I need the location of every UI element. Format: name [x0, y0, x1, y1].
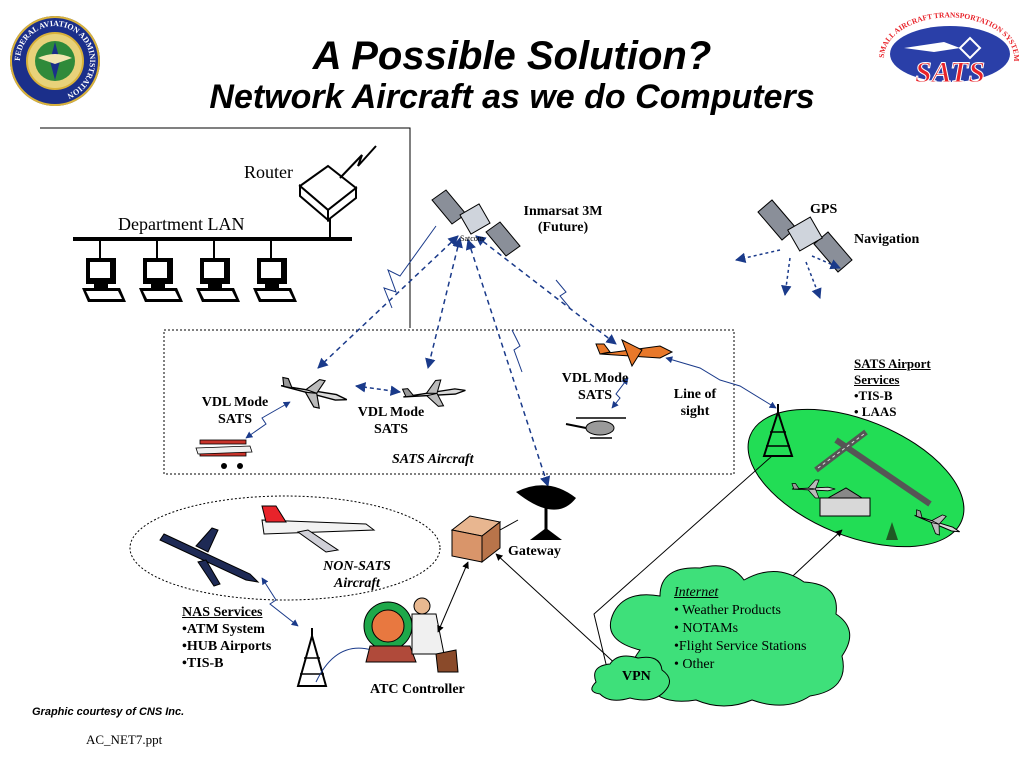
satcom-label: Satcom: [460, 234, 484, 243]
airliner-icon: [159, 527, 260, 587]
department-lan-label: Department LAN: [118, 214, 245, 234]
helicopter-icon: [565, 417, 626, 439]
sats-logo-text: SATS: [915, 56, 985, 89]
vpn-cloud-shape: [591, 655, 670, 701]
page-title: A Possible Solution?: [312, 34, 712, 78]
gps-satellite-icon: [757, 199, 853, 273]
internet-item: • Weather Products: [674, 603, 781, 618]
internet-cloud-shape: [609, 565, 851, 707]
file-name-label: AC_NET7.ppt: [86, 732, 163, 747]
sats-aircraft-label: SATS Aircraft: [392, 452, 474, 467]
internet-services: Internet • Weather Products • NOTAMs •Fl…: [674, 585, 807, 672]
faa-logo: FEDERAL AVIATION ADMINISTRATION: [10, 16, 100, 106]
internet-item: •Flight Service Stations: [674, 639, 807, 654]
sats-airport-services: SATS Airport Services •TIS-B • LAAS: [854, 356, 931, 419]
computer-icon: [196, 239, 240, 302]
nas-services: NAS Services ATM System HUB Airports TIS…: [182, 604, 271, 672]
runway-icon: [814, 429, 932, 507]
sats-logo: SMALL AIRCRAFT TRANSPORTATION SYSTEM SAT…: [877, 10, 1020, 89]
navigation-label: Navigation: [854, 232, 920, 247]
internet-item: • Other: [674, 657, 715, 672]
page-subtitle: Network Aircraft as we do Computers: [209, 78, 815, 116]
vpn-label: VPN: [622, 669, 651, 684]
nas-services-item: HUB Airports: [182, 638, 271, 655]
nas-services-item: ATM System: [182, 621, 271, 638]
terminal-building-icon: [819, 487, 871, 517]
tower-icon: [762, 404, 794, 457]
router-icon: [298, 145, 377, 223]
inmarsat-label: Inmarsat 3M(Future): [523, 204, 603, 235]
cargo-aircraft-icon: [595, 338, 674, 368]
graphic-credit: Graphic courtesy of CNS Inc.: [32, 706, 185, 718]
satcom-satellite-icon: [431, 189, 521, 257]
nas-services-item: TIS-B: [182, 655, 271, 672]
atc-controller-icon: [363, 597, 459, 673]
biplane-icon: [195, 439, 253, 469]
atc-tower-antenna-icon: [296, 628, 328, 687]
gateway-server-icon: [450, 515, 502, 564]
sats-aircraft-icon: [277, 371, 351, 415]
satellite-dish-icon: [516, 485, 576, 540]
computer-icon: [82, 239, 126, 302]
airliner-icon: [261, 505, 376, 553]
computer-icon: [139, 239, 183, 302]
computer-icon: [253, 239, 297, 302]
atc-controller-label: ATC Controller: [370, 682, 465, 697]
gateway-label: Gateway: [508, 544, 561, 559]
router-label: Router: [244, 162, 293, 182]
internet-item: • NOTAMs: [674, 621, 739, 636]
gps-label: GPS: [810, 202, 838, 217]
